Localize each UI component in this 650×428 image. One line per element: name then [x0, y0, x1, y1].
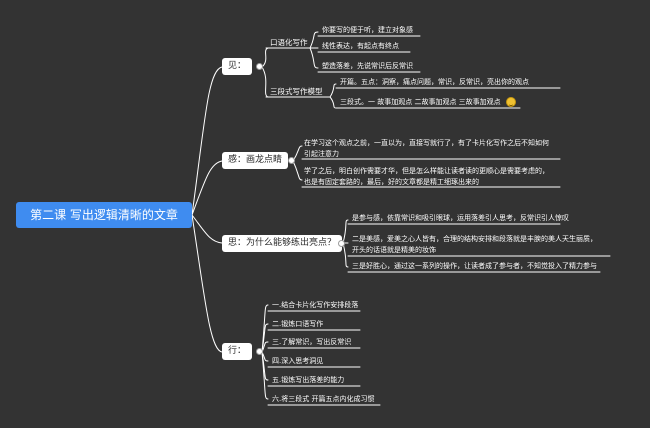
leaf-gan-2-line-2: 也是有固定套路的，最后，好的文章都是精工细琢出来的 — [304, 177, 479, 186]
connector-root-jian — [191, 66, 223, 216]
leaf-gan-1-line-2: 引起注意力 — [304, 149, 339, 158]
sub-node-three-part-model[interactable]: 三段式写作模型 — [270, 87, 323, 96]
connector-si-3 — [342, 242, 349, 268]
leaf-si-1-line-1: 是参与感，依靠常识和吸引眼球，运用落差引人思考，反常识引人惊叹 — [352, 214, 569, 222]
leaf-si-2-line-1: 二是美感，爱美之心人皆有，合理的结构安排和段落就是丰腴的美人天生丽质， — [352, 235, 597, 243]
leaf-xing-3[interactable]: 三.了解常识，写出反常识 — [272, 338, 352, 346]
root-node[interactable]: 第二课 写出逻辑清晰的文章 — [16, 202, 192, 228]
connector-gan-2 — [292, 160, 303, 181]
leaf-gan-1-line-1: 在学习这个观点之前，一直以为，直接写就行了，有了卡片化写作之后不知如何 — [304, 139, 549, 147]
leaf-xing-2[interactable]: 二.锻炼口语写作 — [272, 320, 324, 328]
leaf-si-2[interactable]: 二是美感，爱美之心人皆有，合理的结构安排和段落就是丰腴的美人天生丽质， 开头的话… — [352, 234, 597, 255]
collapse-toggle-si[interactable] — [338, 240, 345, 247]
branch-node-jian[interactable]: 见： — [222, 58, 253, 75]
leaf-xing-4[interactable]: 四.深入思考洞见 — [272, 357, 324, 365]
leaf-si-1[interactable]: 是参与感，依靠常识和吸引眼球，运用落差引人思考，反常识引人惊叹 — [352, 213, 569, 224]
connector-xing-6 — [261, 351, 269, 400]
connector-xing-2 — [261, 323, 269, 353]
branch-node-gan[interactable]: 感：画龙点睛 — [222, 152, 289, 169]
leaf-si-3[interactable]: 三是好胜心，通过这一系列的操作，让读者成了参与者，不知觉投入了精力参与 — [352, 261, 597, 272]
connector-sub-a-3 — [309, 47, 319, 69]
leaf-xing-5[interactable]: 五.锻炼写出落差的能力 — [272, 376, 345, 384]
connector-sub-b-2 — [329, 96, 337, 109]
leaf-jian-a-2[interactable]: 线性表达，有起点有终点 — [322, 42, 399, 50]
collapse-toggle-gan[interactable] — [288, 157, 295, 164]
leaf-xing-6[interactable]: 六.将三段式 开篇五点内化成习惯 — [272, 395, 375, 403]
connector-jian-sub-a — [261, 47, 269, 68]
leaf-gan-2-line-1: 学了之后，明白创作需要才华，但是怎么样能让读者读的更顺心是需要考虑的， — [304, 167, 549, 175]
connector-root-xing — [191, 214, 223, 353]
sub-node-spoken-writing[interactable]: 口语化写作 — [270, 38, 308, 47]
collapse-toggle-jian[interactable] — [256, 63, 263, 70]
leaf-jian-b-1[interactable]: 开篇。五点：洞察，痛点问题，常识，反常识，亮出你的观点 — [340, 78, 529, 86]
leaf-jian-a-3[interactable]: 塑造落差，先说常识后反常识 — [322, 62, 413, 70]
leaf-jian-a-1[interactable]: 你要写的便于听，建立对象感 — [322, 26, 413, 34]
connector-jian-sub-b — [261, 66, 269, 98]
branch-node-si[interactable]: 思：为什么能够练出亮点？ — [222, 235, 343, 252]
smiley-icon — [506, 97, 516, 107]
connector-sub-b-1 — [329, 83, 337, 98]
connector-root-gan — [191, 160, 223, 216]
leaf-si-2-line-2: 开头的话语就是精美的妆饰 — [352, 245, 436, 254]
collapse-toggle-xing[interactable] — [256, 348, 263, 355]
leaf-jian-b-2[interactable]: 三段式。一 故事加观点 二故事加观点 三故事加观点 — [340, 98, 501, 106]
leaf-xing-1[interactable]: 一.结合卡片化写作安排段落 — [272, 301, 359, 309]
leaf-si-3-line-1: 三是好胜心，通过这一系列的操作，让读者成了参与者，不知觉投入了精力参与 — [352, 262, 597, 270]
branch-node-xing[interactable]: 行： — [222, 343, 253, 360]
connector-xing-4 — [261, 351, 269, 362]
connector-sub-a-1 — [309, 31, 319, 49]
connector-si-1 — [342, 219, 349, 244]
leaf-gan-2[interactable]: 学了之后，明白创作需要才华，但是怎么样能让读者读的更顺心是需要考虑的， 也是有固… — [304, 166, 549, 187]
connector-root-si — [191, 214, 223, 244]
leaf-gan-1[interactable]: 在学习这个观点之前，一直以为，直接写就行了，有了卡片化写作之后不知如何 引起注意… — [304, 138, 549, 159]
